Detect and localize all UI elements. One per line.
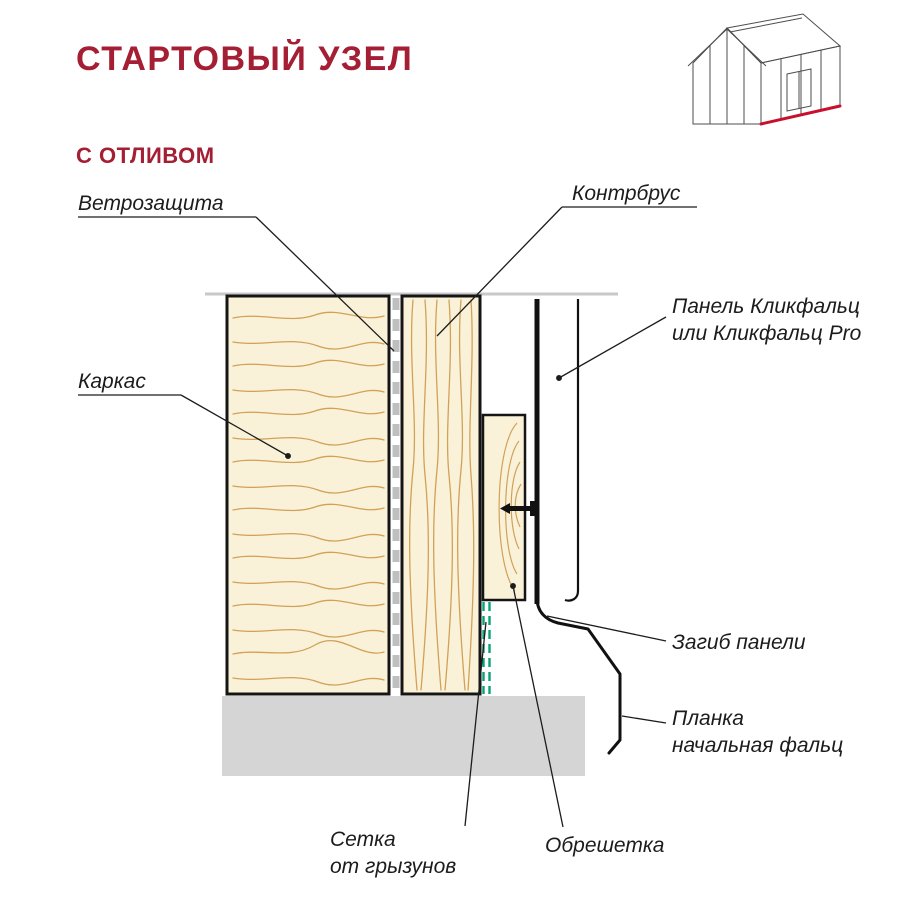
label-frame: Каркас <box>78 368 146 395</box>
label-start-strip: Планка начальная фальц <box>672 705 843 759</box>
label-frame-text: Каркас <box>78 370 146 393</box>
label-counterbatten-text: Контрбрус <box>572 182 681 205</box>
counterbatten-board <box>400 294 482 696</box>
panel-profile <box>534 299 580 625</box>
label-rodent-mesh-line1: Сетка <box>330 828 396 851</box>
label-start-strip-line1: Планка <box>672 707 744 730</box>
label-start-strip-line2: начальная фальц <box>672 734 844 757</box>
panel-bend-hook <box>535 597 559 625</box>
rodent-mesh <box>482 602 491 694</box>
page-subtitle: С ОТЛИВОМ <box>76 143 215 168</box>
leader-lathing <box>510 583 564 828</box>
label-lathing: Обрешетка <box>545 832 664 859</box>
leader-windbarrier <box>78 216 395 352</box>
label-panel: Панель Кликфальц или Кликфальц Pro <box>672 293 861 347</box>
leader-start-strip <box>621 715 667 724</box>
screw-icon <box>500 501 536 516</box>
label-panel-bend: Загиб панели <box>672 629 806 656</box>
starting-strip <box>556 621 622 755</box>
label-windbarrier-text: Ветрозащита <box>78 192 224 215</box>
panel-front-sheet <box>564 299 580 602</box>
leader-lines <box>78 206 697 828</box>
page-title: СТАРТОВЫЙ УЗЕЛ <box>76 40 414 78</box>
label-rodent-mesh: Сетка от грызунов <box>330 826 456 880</box>
label-panel-line2: или Кликфальц Pro <box>672 322 862 345</box>
leader-rodent-mesh <box>464 621 487 827</box>
label-panel-line1: Панель Кликфальц <box>672 295 860 318</box>
label-rodent-mesh-line2: от грызунов <box>330 855 457 878</box>
label-lathing-text: Обрешетка <box>545 834 665 857</box>
leader-panel-bend <box>546 615 667 642</box>
house-icon <box>687 13 842 126</box>
label-windbarrier: Ветрозащита <box>78 190 224 217</box>
leader-frame <box>78 394 291 459</box>
counterbatten-wood-grain <box>409 299 475 691</box>
leader-panel <box>556 316 667 381</box>
label-counterbatten: Контрбрус <box>572 180 680 207</box>
leader-counterbatten <box>436 206 697 337</box>
foundation-block <box>222 696 585 776</box>
label-panel-bend-text: Загиб панели <box>672 631 806 654</box>
house-start-strip-highlight <box>759 104 842 126</box>
frame-board <box>225 294 391 696</box>
